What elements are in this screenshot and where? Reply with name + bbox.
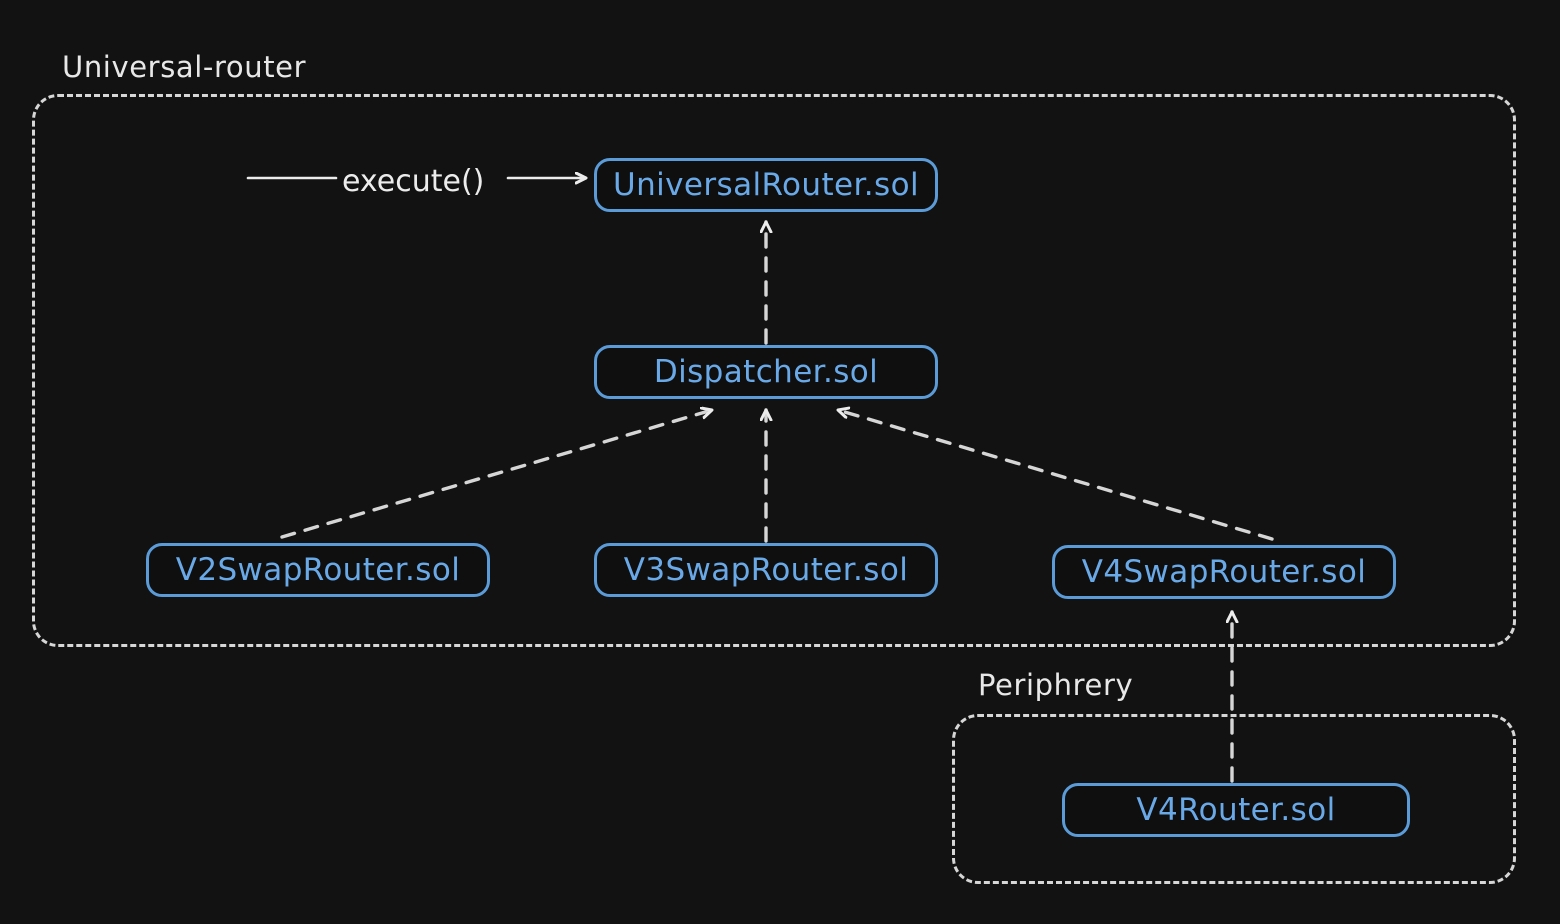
- node-v3-swap-router-sol[interactable]: V3SwapRouter.sol: [594, 543, 938, 597]
- node-v4-router-sol[interactable]: V4Router.sol: [1062, 783, 1410, 837]
- node-universal-router-sol[interactable]: UniversalRouter.sol: [594, 158, 938, 212]
- node-v4-swap-router-sol[interactable]: V4SwapRouter.sol: [1052, 545, 1396, 599]
- edge-label-execute: execute(): [342, 164, 485, 199]
- group-box-periphrery: [952, 714, 1516, 884]
- group-label-universal-router: Universal-router: [62, 50, 307, 84]
- node-v2-swap-router-sol[interactable]: V2SwapRouter.sol: [146, 543, 490, 597]
- group-box-universal-router: [32, 94, 1516, 647]
- node-dispatcher-sol[interactable]: Dispatcher.sol: [594, 345, 938, 399]
- group-label-periphrery: Periphrery: [978, 668, 1134, 702]
